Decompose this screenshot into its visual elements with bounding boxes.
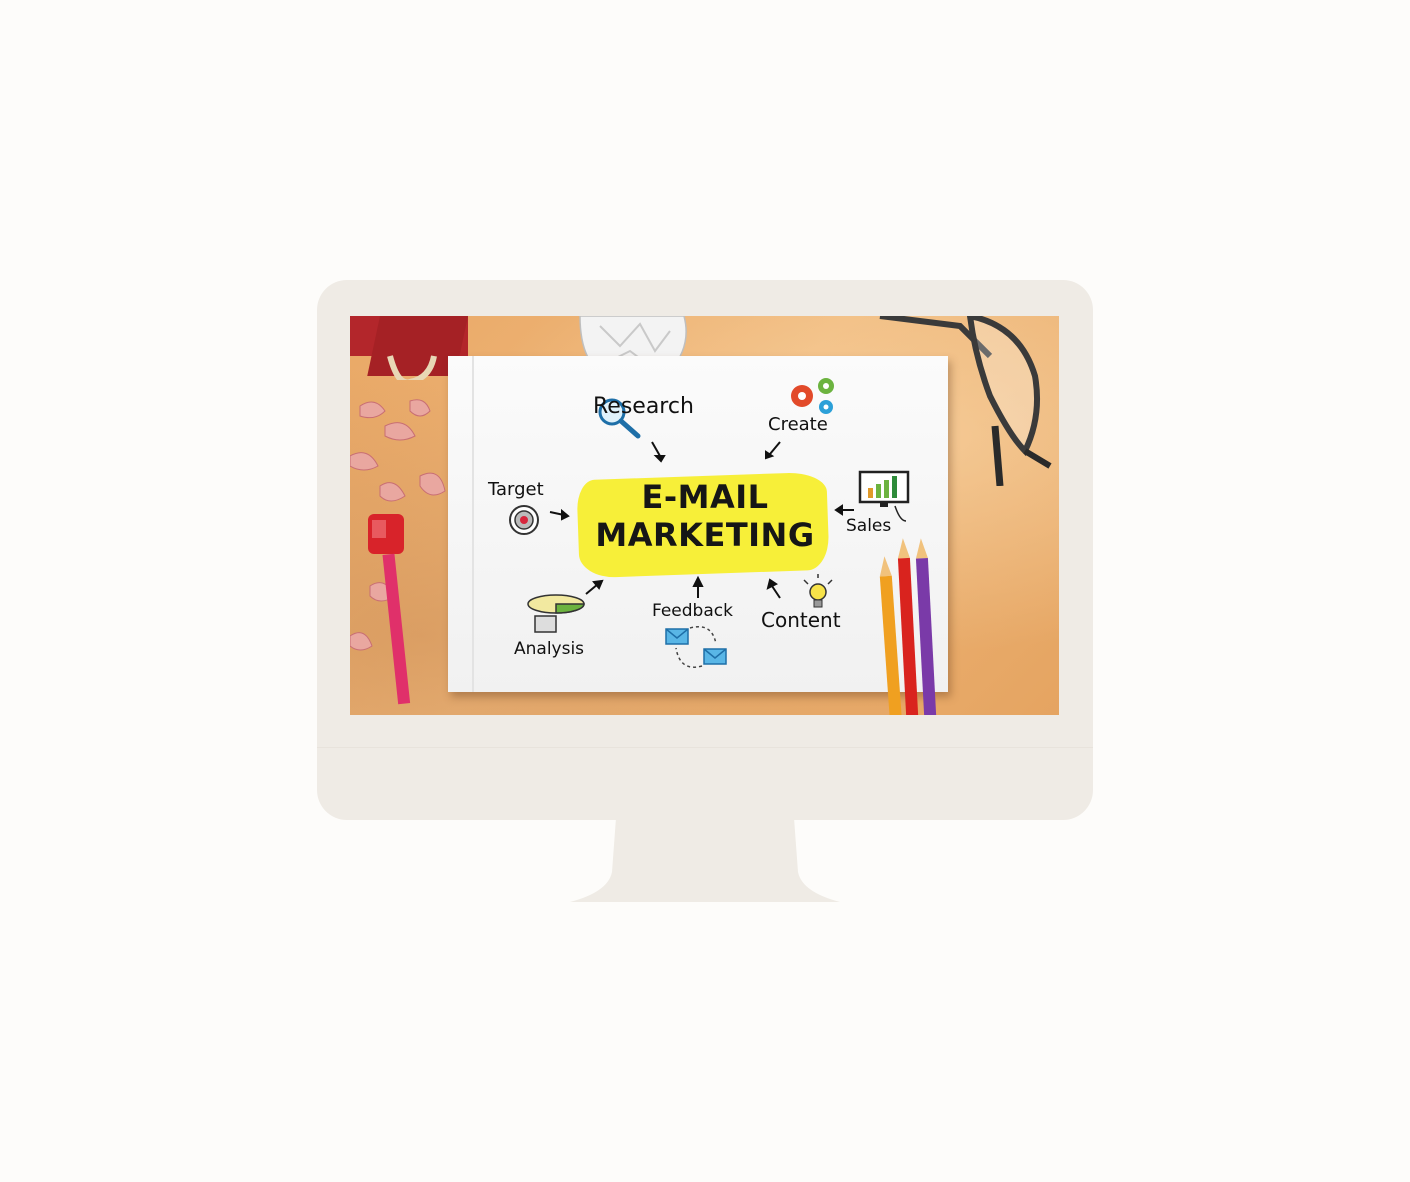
label-research: Research (593, 394, 694, 419)
pencil-sharpener-icon (350, 399, 446, 705)
monitor-stand (570, 818, 840, 902)
sales-chart-icon (858, 470, 910, 522)
pie-chart-icon (527, 594, 585, 633)
red-book-icon (350, 316, 468, 380)
target-icon (509, 505, 539, 535)
label-create: Create (768, 414, 828, 435)
label-content: Content (761, 608, 841, 632)
eyeglasses-icon (879, 316, 1052, 486)
title-line-2: MARKETING (595, 516, 815, 554)
colored-pencils-icon (879, 538, 937, 715)
label-sales: Sales (846, 516, 892, 536)
label-analysis: Analysis (514, 639, 585, 659)
envelope-icon (665, 626, 727, 668)
monitor-chin-divider (317, 747, 1093, 748)
gears-icon (791, 378, 834, 414)
lightbulb-icon (803, 574, 833, 608)
magnifier-icon (598, 398, 641, 439)
monitor-screen: E-MAIL MARKETING Research Create Target … (350, 316, 1059, 715)
label-target: Target (488, 479, 544, 500)
email-marketing-title: E-MAIL MARKETING (580, 478, 830, 554)
label-feedback: Feedback (652, 601, 733, 621)
arrows (549, 441, 854, 599)
diagram-graphics (509, 378, 910, 668)
title-line-1: E-MAIL (641, 478, 769, 516)
